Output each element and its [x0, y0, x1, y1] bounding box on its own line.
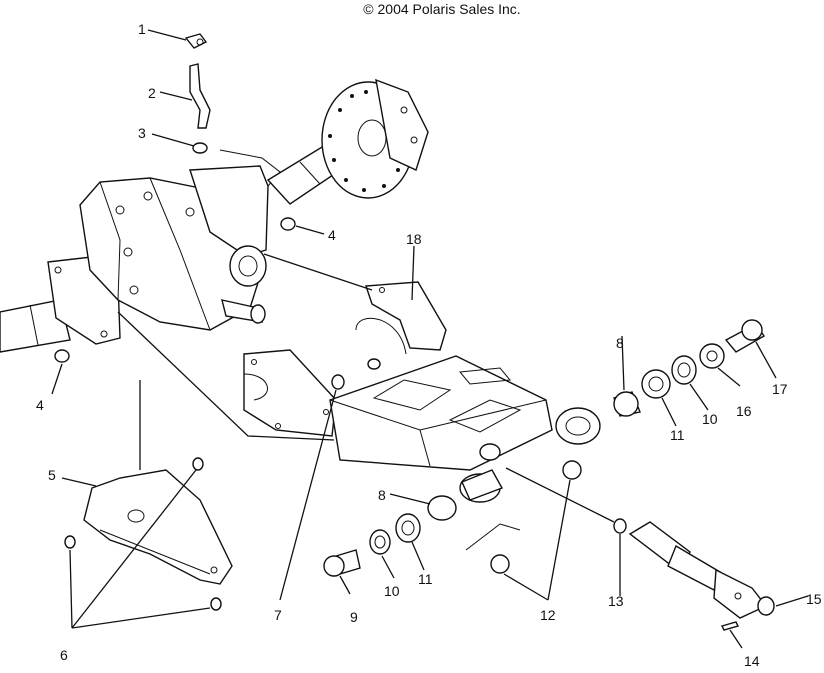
axle-housing [0, 78, 429, 353]
bushing-8-lower [427, 495, 457, 521]
clip-13 [613, 518, 627, 534]
callout-15: 15 [806, 591, 822, 607]
bushing-8-upper [613, 391, 641, 417]
vent-hose [189, 63, 211, 129]
seal-11-upper [641, 369, 671, 399]
callout-7: 7 [274, 607, 282, 623]
callout-14: 14 [744, 653, 760, 668]
rings-12 [465, 460, 582, 574]
callout-16: 16 [736, 403, 752, 419]
nut-16 [699, 343, 725, 369]
callout-10-lower: 10 [384, 583, 400, 599]
callout-labels: 1 2 3 4 4 5 6 7 8 8 9 10 10 11 11 12 13 … [36, 21, 822, 669]
swing-arm [329, 355, 601, 503]
bearing-10-lower [369, 529, 391, 555]
seal-11-lower [395, 513, 421, 543]
callout-17: 17 [772, 381, 788, 397]
callout-9: 9 [350, 609, 358, 625]
callout-11-upper: 11 [670, 427, 685, 443]
callout-11-lower: 11 [418, 571, 433, 587]
callout-8-upper: 8 [616, 335, 624, 351]
callout-6: 6 [60, 647, 68, 663]
callout-5: 5 [48, 467, 56, 483]
callout-4-upper: 4 [328, 227, 336, 243]
callout-4-lower: 4 [36, 397, 44, 413]
bearing-10-upper [671, 355, 697, 385]
callout-12: 12 [540, 607, 556, 623]
callout-1: 1 [138, 21, 146, 37]
callout-13: 13 [608, 593, 624, 609]
drive-shaft-15 [628, 521, 775, 619]
callout-10-upper: 10 [702, 411, 718, 427]
callout-18: 18 [406, 231, 422, 247]
leader-lines [51, 29, 809, 649]
bolt-17 [724, 319, 765, 353]
callout-8-lower: 8 [378, 487, 386, 503]
callout-3: 3 [138, 125, 146, 141]
vent-fitting [184, 33, 208, 49]
pin-14 [720, 621, 740, 631]
skid-plate-5 [54, 217, 381, 611]
bracket-18 [355, 281, 447, 355]
bolt-9 [323, 549, 361, 577]
copyright-notice: © 2004 Polaris Sales Inc. [363, 1, 521, 17]
vent-clamp [192, 142, 208, 154]
bracket-7 [243, 349, 337, 437]
callout-2: 2 [148, 85, 156, 101]
